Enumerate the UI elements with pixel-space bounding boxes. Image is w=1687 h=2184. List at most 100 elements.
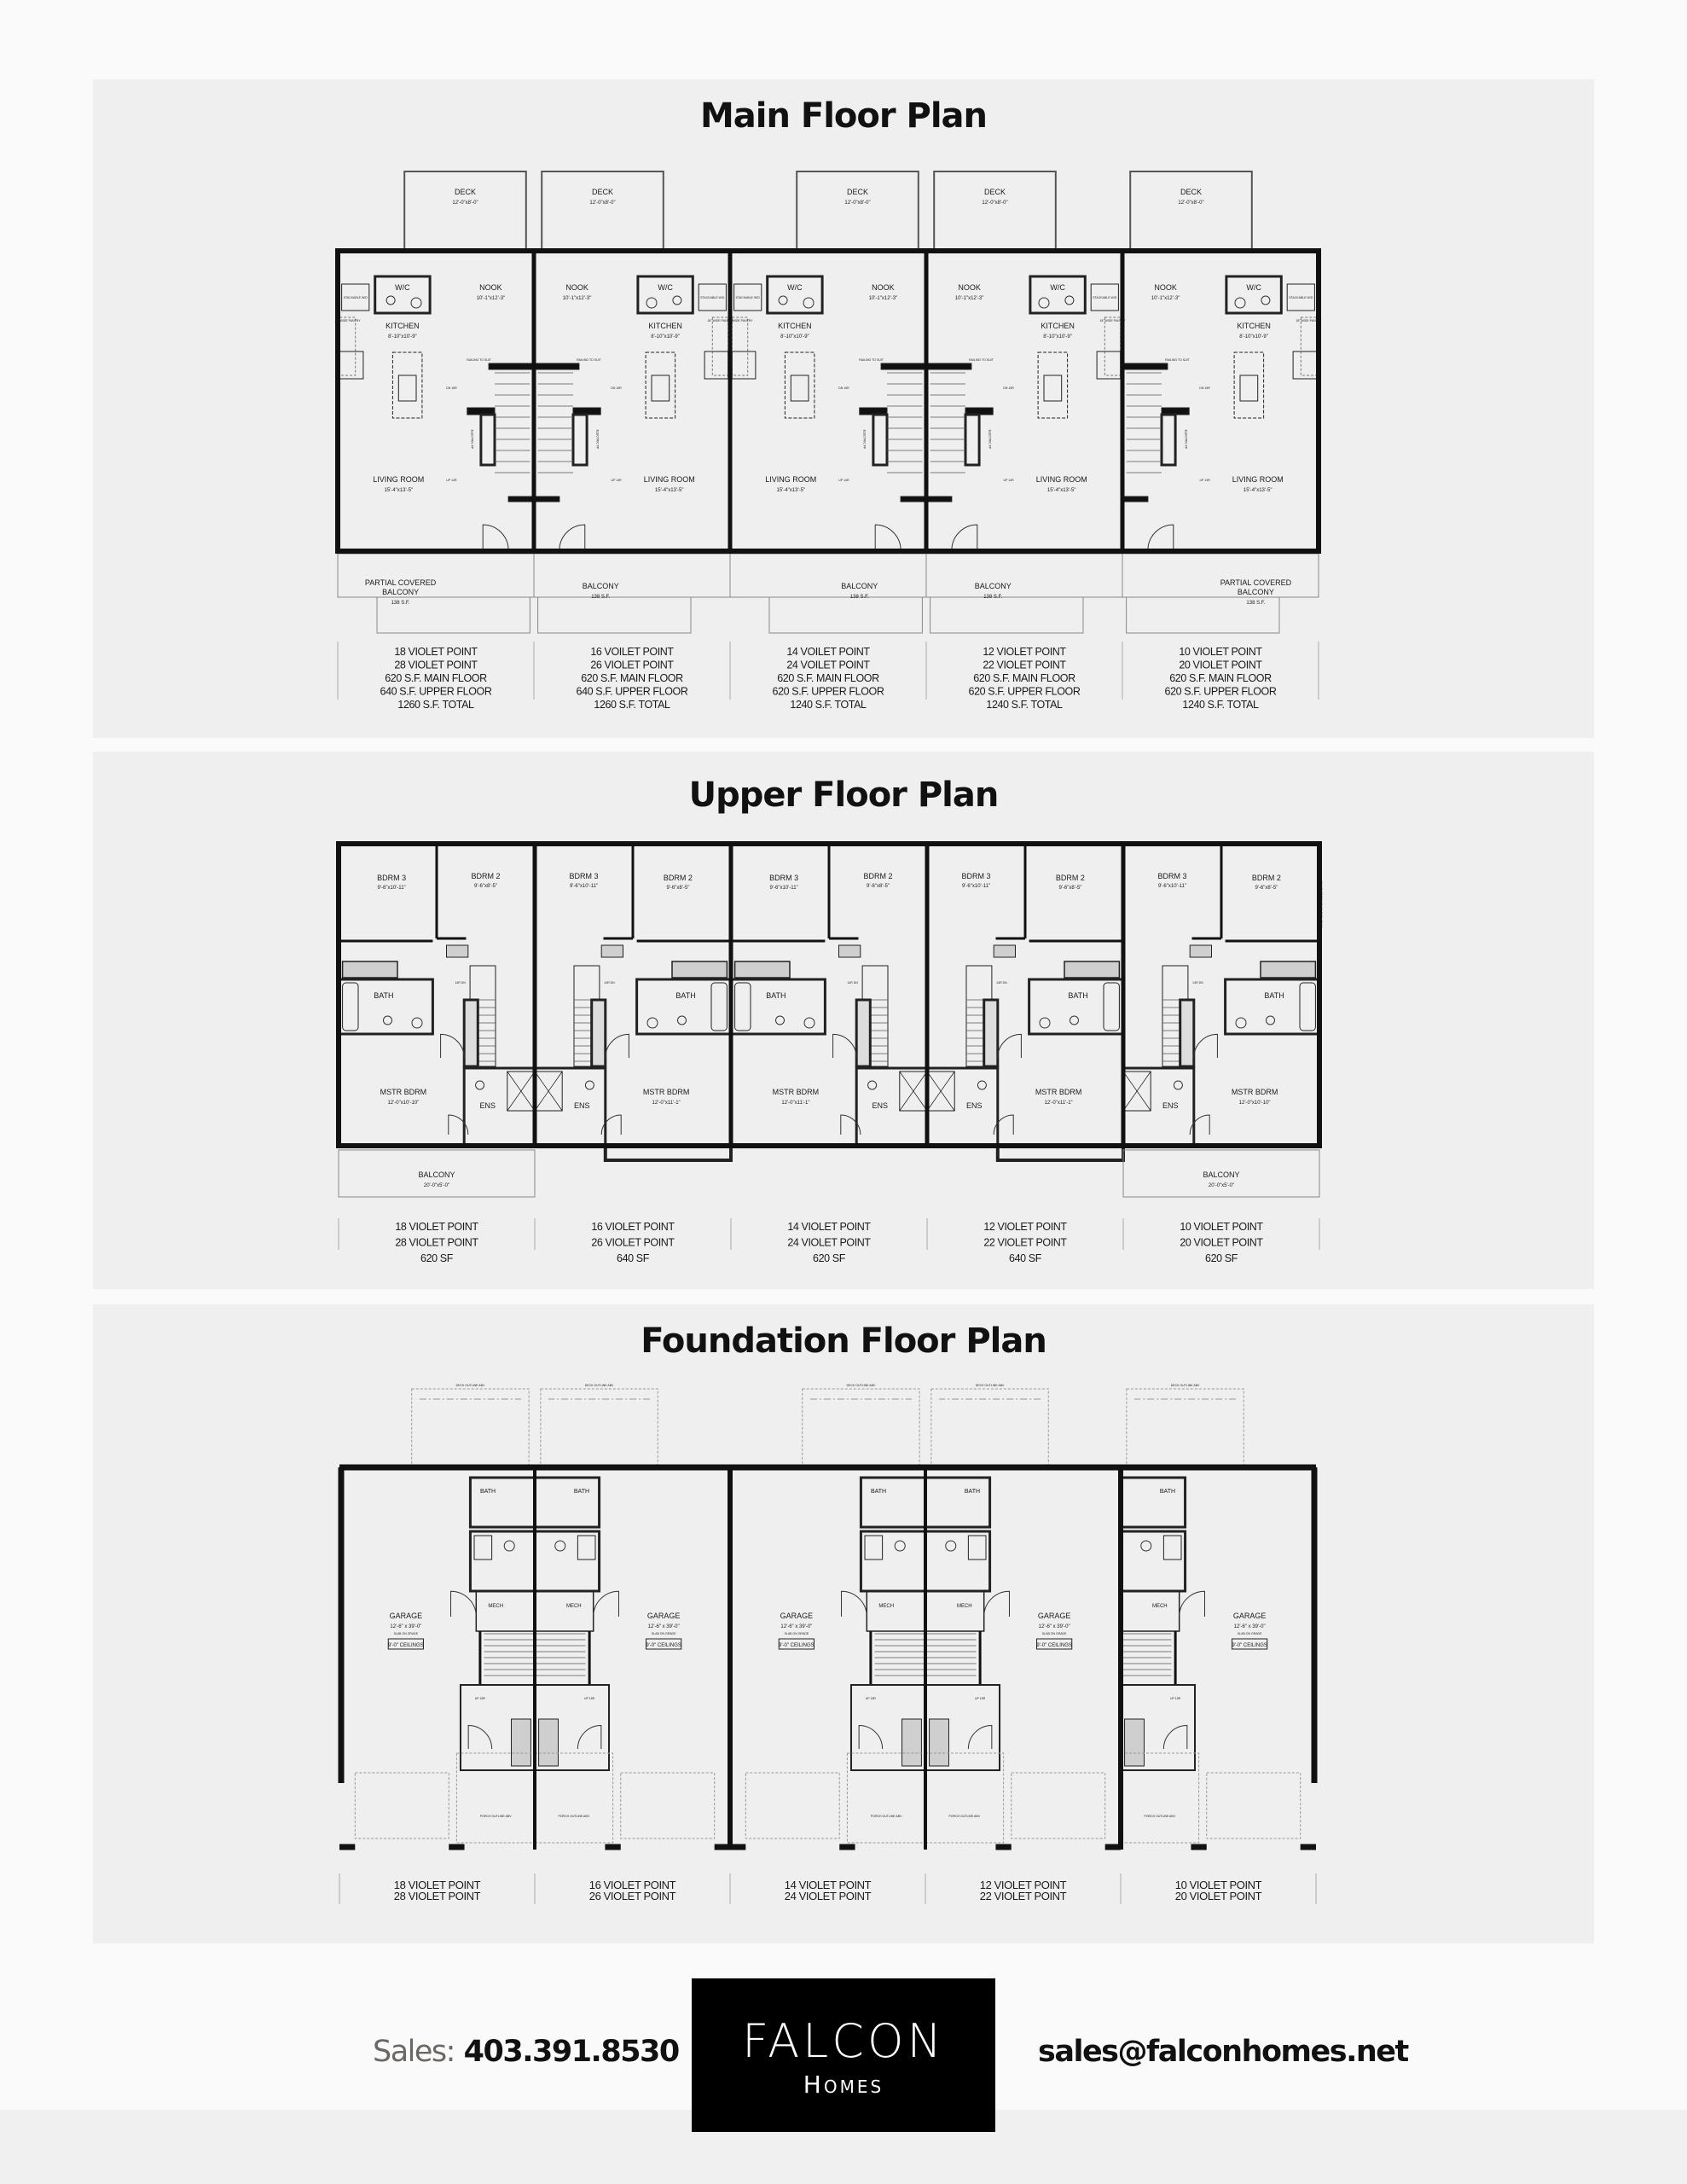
kitchen-label: KITCHEN — [648, 322, 682, 330]
porch-outline-above — [846, 1752, 926, 1844]
electric-fp-label: ELECTRIC FP — [1185, 430, 1188, 450]
deck-outline — [933, 171, 1057, 252]
unit-info-line: 28 VIOLET POINT — [394, 659, 478, 671]
master-bedroom-dimension: 12'-0"x11'-1" — [652, 1101, 681, 1106]
unit-info-line: 1240 S.F. TOTAL — [790, 699, 867, 711]
deck-outline-above — [930, 1388, 1049, 1466]
sink-icon — [1235, 1017, 1247, 1029]
unit-info-line: 16 VIOLET POINT — [591, 1221, 675, 1233]
balcony-step-outline — [1126, 596, 1280, 634]
master-bedroom-dimension: 12'-0"x11'-1" — [1045, 1101, 1073, 1106]
bath-wall — [924, 1476, 992, 1529]
shower-icon — [899, 1071, 928, 1112]
toilet-icon — [383, 1015, 392, 1025]
powder-room-wall — [1225, 275, 1283, 315]
garage-door-outline — [745, 1772, 840, 1839]
bath-label: BATH — [965, 1489, 980, 1495]
pantry-outline — [1300, 317, 1318, 376]
powder-room-wall — [766, 275, 824, 315]
sink-icon — [411, 1017, 423, 1029]
door-swing — [840, 1114, 861, 1136]
unit-info-line: 26 VIOLET POINT — [589, 1890, 676, 1902]
bathtub-icon — [734, 982, 751, 1031]
bedroom-label: BDRM 2 — [1252, 874, 1281, 882]
ensuite-label: ENS — [574, 1101, 590, 1110]
sink-icon — [646, 297, 658, 309]
balcony-dimension: 20'-0"x5'-0" — [424, 1183, 449, 1188]
balcony-outline — [337, 553, 535, 598]
unit-info-line: 24 VIOLET POINT — [787, 1237, 871, 1249]
door-swing — [1193, 1033, 1218, 1059]
stair-down-label: DN 15R — [1003, 386, 1014, 390]
master-bedroom-dimension: 12'-0"x10'-10" — [387, 1101, 419, 1106]
main-floor-title: Main Floor Plan — [699, 96, 988, 136]
unit-info-line: 620 S.F. UPPER FLOOR — [1165, 686, 1277, 698]
mech-room — [1120, 1590, 1180, 1632]
master-bedroom-label: MSTR BDRM — [1232, 1088, 1278, 1096]
electric-fp-label: ELECTRIC FP — [862, 430, 866, 450]
phone-number: 403.391.8530 — [463, 2035, 681, 2069]
unit-info-line: 620 S.F. MAIN FLOOR — [385, 672, 487, 684]
unit-info-line: 22 VIOLET POINT — [980, 1890, 1067, 1902]
pantry-label: 18" WIDE PANTRY — [1099, 319, 1126, 322]
bath-wall — [1119, 1476, 1187, 1529]
pantry-outline — [339, 317, 357, 376]
master-bedroom-label: MSTR BDRM — [643, 1088, 690, 1096]
living-room-label: LIVING ROOM — [765, 475, 816, 484]
kitchen-island — [784, 351, 815, 419]
porch-outline-above — [455, 1752, 536, 1844]
kitchen-label: KITCHEN — [1237, 322, 1271, 330]
kitchen-island — [645, 351, 676, 419]
living-room-label: LIVING ROOM — [1036, 475, 1087, 484]
balcony-label: BALCONY — [583, 582, 619, 590]
master-bedroom-label: MSTR BDRM — [380, 1088, 427, 1096]
closet — [341, 961, 398, 979]
nook-label: NOOK — [565, 283, 588, 292]
laundry-wall — [924, 1530, 992, 1593]
wc-label: W/C — [1050, 283, 1065, 292]
sales-phone[interactable]: Sales: 403.391.8530 — [373, 2035, 681, 2069]
bath-wall — [468, 1476, 536, 1529]
stackable-wd-label: STACKABLE W/D — [1289, 296, 1313, 299]
balcony-label: BALCONY — [1238, 588, 1274, 596]
door-swing — [593, 1590, 619, 1618]
unit-info-line: 22 VIOLET POINT — [983, 1237, 1067, 1249]
nook-dimension: 10'-1"x12'-3" — [477, 296, 506, 301]
door-swing — [605, 1033, 629, 1059]
unit-info-line: 640 SF — [1009, 1252, 1042, 1264]
closet — [1064, 961, 1121, 979]
sales-email[interactable]: sales@falconhomes.net — [1038, 2035, 1409, 2069]
porch-outline-label: PORCH OUTLINE ABV — [871, 1815, 902, 1818]
range-icon — [704, 351, 729, 380]
unit-info-line: 16 VOILET POINT — [590, 646, 674, 658]
stair-up-label: UP 15R — [975, 1697, 986, 1700]
bathtub-icon — [1103, 982, 1120, 1031]
fixture-icon — [503, 1540, 515, 1552]
ensuite-label: ENS — [1162, 1101, 1179, 1110]
garage-dimension: 12'-6" x 39'-0" — [648, 1624, 680, 1629]
ensuite-label: ENS — [480, 1101, 496, 1110]
unit-info-line: 26 VIOLET POINT — [591, 1237, 675, 1249]
nook-dimension: 10'-1"x12'-3" — [955, 296, 984, 301]
linen-closet — [838, 944, 861, 958]
unit-info-line: 640 SF — [617, 1252, 650, 1264]
fixture-icon — [894, 1540, 906, 1552]
island-sink-icon — [1043, 375, 1063, 402]
garage-door-outline — [1206, 1772, 1301, 1839]
electric-fp-label: ELECTRIC FP — [470, 430, 473, 450]
balcony-outline — [338, 1149, 536, 1198]
main-floor-panel: Main Floor Plan — [93, 79, 1594, 738]
garage-label: GARAGE — [1038, 1612, 1071, 1620]
bedroom-label: BDRM 2 — [471, 872, 500, 880]
balcony-step-outline — [930, 596, 1084, 634]
garage-door-outline — [1011, 1772, 1106, 1839]
toilet-icon — [584, 1080, 594, 1090]
linen-closet — [446, 944, 469, 958]
range-icon — [339, 351, 364, 380]
bathtub-icon — [710, 982, 728, 1031]
closet — [1260, 961, 1317, 979]
kitchen-dimension: 8'-10"x10'-9" — [1239, 334, 1268, 340]
deck-outline-above — [540, 1388, 658, 1466]
balcony-label: BALCONY — [975, 582, 1012, 590]
kitchen-island — [391, 351, 423, 419]
